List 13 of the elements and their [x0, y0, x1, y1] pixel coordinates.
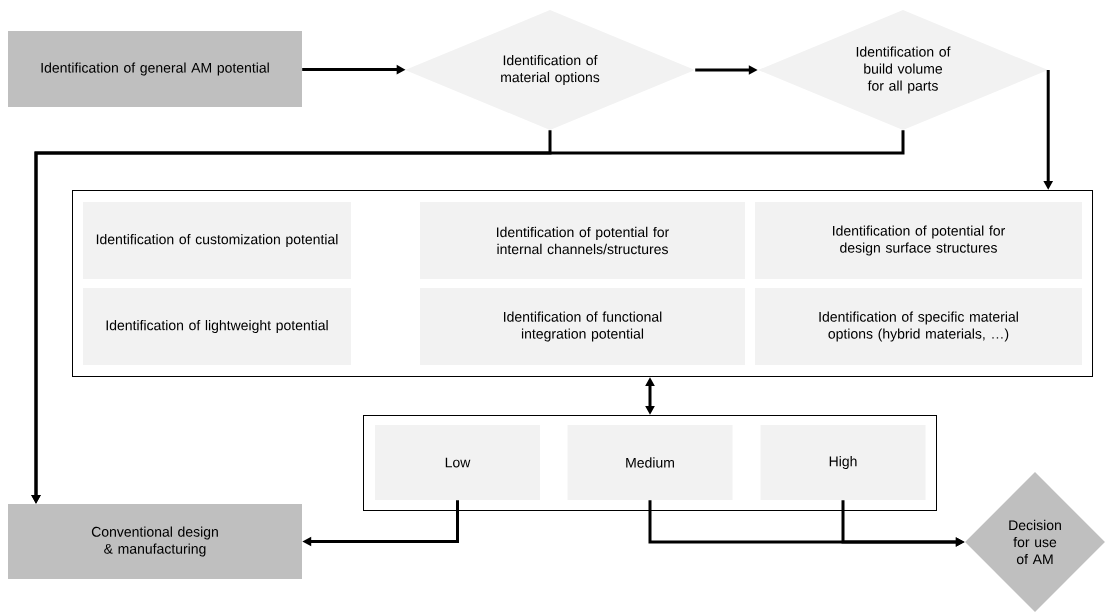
- process-box: High: [760, 425, 926, 500]
- process-box: Identification of functional integration potential: [420, 288, 745, 365]
- process-box: Conventional design & manufacturing: [8, 504, 302, 579]
- process-box: Identification of customization potential: [83, 202, 351, 279]
- process-box: Identification of general AM potential: [8, 31, 302, 107]
- process-box: Identification of potential for design surface structures: [755, 202, 1082, 279]
- process-box: Identification of lightweight potential: [83, 288, 351, 365]
- process-box: Identification of specific material options (hybrid materials, …): [755, 288, 1082, 365]
- frame-box: [72, 190, 1093, 377]
- process-box: Identification of potential for internal channels/structures: [420, 202, 745, 279]
- frame-box: [363, 415, 937, 511]
- process-box: Medium: [567, 425, 733, 500]
- process-box: Low: [375, 425, 540, 500]
